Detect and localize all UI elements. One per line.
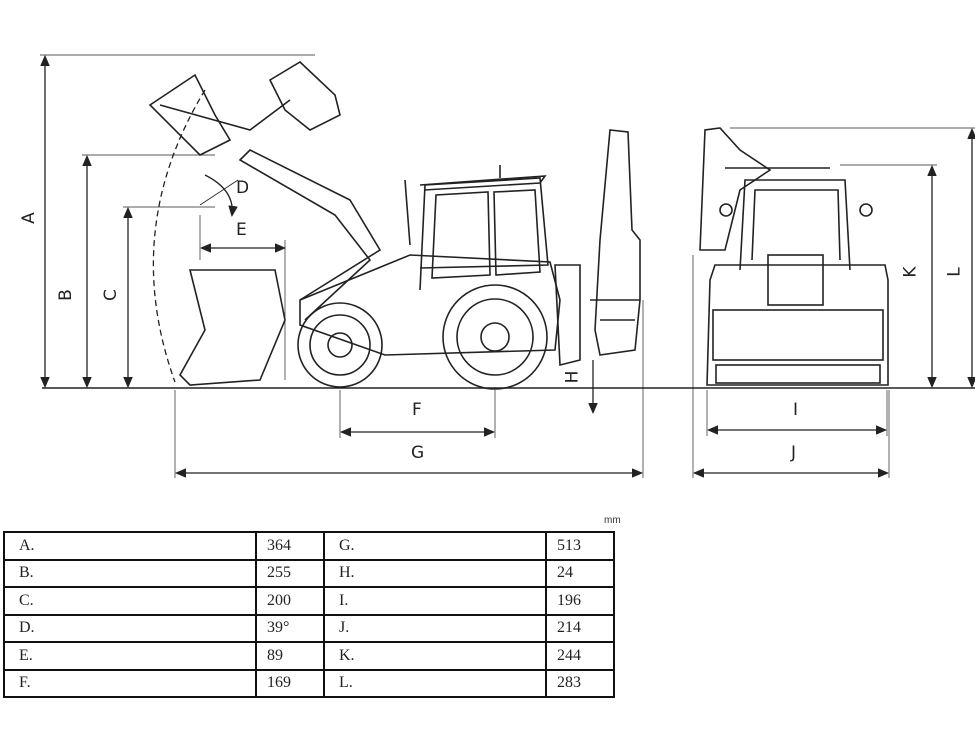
dimension-value: 214 xyxy=(545,613,615,643)
dim-label-d: D xyxy=(236,178,250,198)
front-view xyxy=(699,127,889,386)
dim-label-a: A xyxy=(18,212,39,224)
dimension-value: 89 xyxy=(255,641,325,671)
dimension-key: I. xyxy=(323,586,547,616)
dimension-key: L. xyxy=(323,668,547,698)
dim-label-k: K xyxy=(900,266,921,278)
dimension-key: E. xyxy=(3,641,257,671)
dimension-value: 255 xyxy=(255,558,325,588)
dimension-value: 24 xyxy=(545,558,615,588)
dim-d-arc xyxy=(152,89,206,383)
dimension-key: C. xyxy=(3,586,257,616)
dimension-key: D. xyxy=(3,613,257,643)
dim-label-l: L xyxy=(944,267,965,277)
dim-label-f: F xyxy=(412,400,422,420)
table-row: D.39°J.214 xyxy=(3,613,615,643)
dim-label-g: G xyxy=(411,443,425,463)
dimension-value: 196 xyxy=(545,586,615,616)
dimension-key: F. xyxy=(3,668,257,698)
dim-label-b: B xyxy=(55,289,76,301)
dim-label-h: H xyxy=(562,370,583,384)
dim-label-c: C xyxy=(100,289,121,301)
unit-label: mm xyxy=(604,515,621,526)
dim-label-j: J xyxy=(791,443,797,463)
dimension-value: 169 xyxy=(255,668,325,698)
dimension-value: 364 xyxy=(255,531,325,561)
dimension-key: J. xyxy=(323,613,547,643)
dimension-key: B. xyxy=(3,558,257,588)
dimension-value: 283 xyxy=(545,668,615,698)
dimension-key: H. xyxy=(323,558,547,588)
dimension-value: 39° xyxy=(255,613,325,643)
dimension-value: 200 xyxy=(255,586,325,616)
dim-label-i: I xyxy=(793,400,799,420)
dimension-value: 513 xyxy=(545,531,615,561)
side-view xyxy=(148,61,641,390)
dimension-value: 244 xyxy=(545,641,615,671)
dimension-key: K. xyxy=(323,641,547,671)
dim-label-e: E xyxy=(236,220,247,240)
dimension-key: A. xyxy=(3,531,257,561)
dimension-key: G. xyxy=(323,531,547,561)
